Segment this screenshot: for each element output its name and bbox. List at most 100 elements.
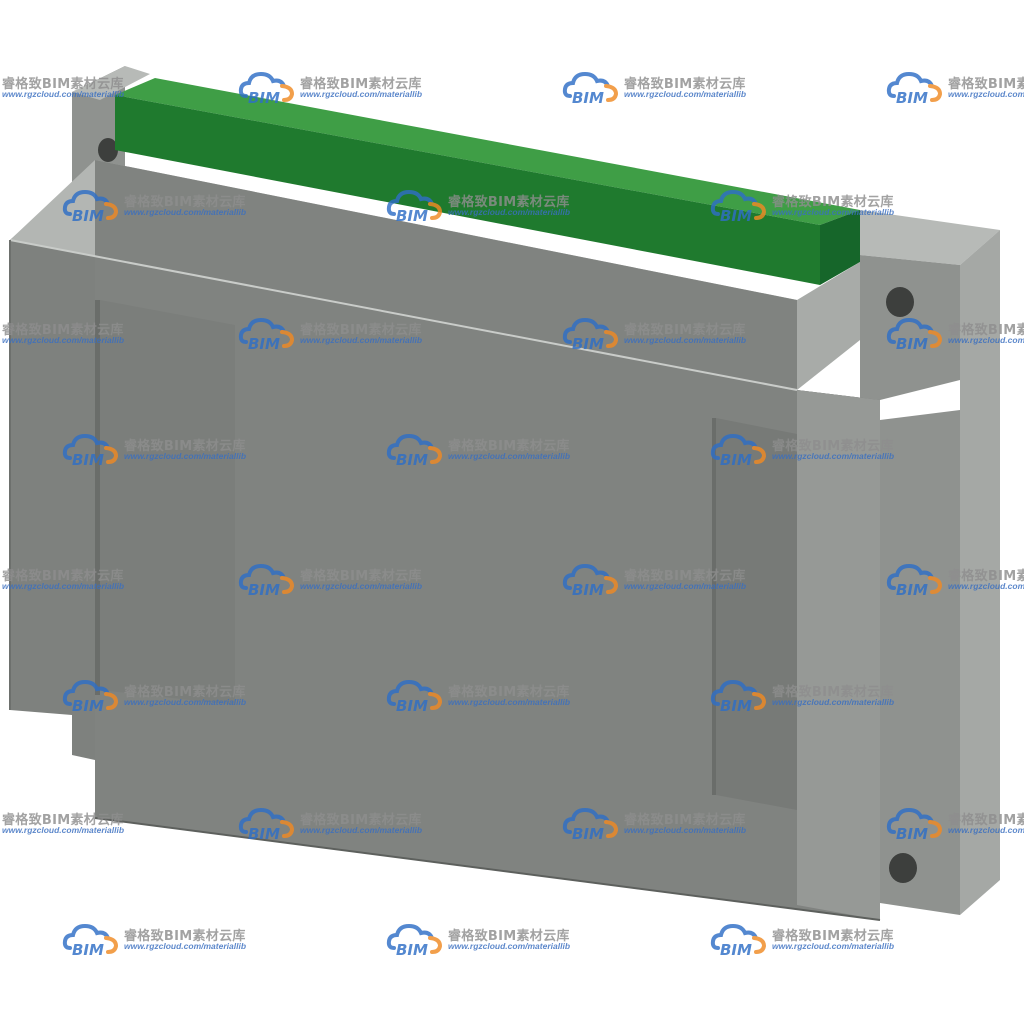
watermark-url: www.rgzcloud.com/materiallib [2, 825, 125, 835]
watermark-brand: 睿格致BIM素材云库 [2, 813, 124, 828]
body-side-face [797, 390, 880, 920]
front-panel [95, 160, 880, 920]
watermark-logo-text: BIM [396, 207, 428, 224]
watermark-brand: 睿格致BIM素材云库 [124, 685, 246, 700]
watermark-url: www.rgzcloud.com/materiallib [948, 581, 1024, 591]
watermark-brand: 睿格致BIM素材云库 [948, 813, 1024, 828]
watermark-brand: 睿格致BIM素材云库 [624, 813, 746, 828]
watermark-logo-text: BIM [720, 941, 752, 958]
watermark-logo-text: BIM [896, 89, 928, 106]
watermark-url: www.rgzcloud.com/materiallib [124, 207, 247, 217]
watermark-brand: 睿格致BIM素材云库 [124, 195, 246, 210]
watermark-logo-text: BIM [72, 451, 104, 468]
bim-cloud-logo-icon: BIM [562, 807, 619, 842]
watermark-logo-text: BIM [72, 697, 104, 714]
watermark-url: www.rgzcloud.com/materiallib [948, 825, 1024, 835]
watermark-brand: 睿格致BIM素材云库 [624, 77, 746, 92]
watermark-logo-text: BIM [396, 941, 428, 958]
watermark-logo-text: BIM [248, 581, 280, 598]
right-step-top [797, 262, 860, 390]
watermark-brand: 睿格致BIM素材云库 [300, 323, 422, 338]
bim-cloud-logo-icon: BIM [562, 71, 619, 106]
watermark-brand: 睿格致BIM素材云库 [2, 323, 124, 338]
watermark-logo-text: BIM [396, 451, 428, 468]
right-mounting-hole-upper [886, 287, 914, 317]
watermark-url: www.rgzcloud.com/materiallib [300, 335, 423, 345]
watermark-brand: 睿格致BIM素材云库 [300, 77, 422, 92]
watermark-logo-text: BIM [720, 207, 752, 224]
bim-cloud-logo-icon: BIM [238, 71, 295, 106]
bim-cloud-logo-icon: BIM [238, 563, 295, 598]
watermark: BIM睿格致BIM素材云库www.rgzcloud.com/materialli… [886, 562, 1024, 598]
bim-cloud-logo-icon: BIM [0, 806, 2, 842]
watermark-url: www.rgzcloud.com/materiallib [624, 335, 747, 345]
watermark-url: www.rgzcloud.com/materiallib [448, 697, 571, 707]
bim-cloud-logo-icon: BIM [386, 679, 443, 714]
watermark: BIM睿格致BIM素材云库www.rgzcloud.com/materialli… [0, 806, 140, 840]
bim-cloud-logo-icon: BIM [62, 189, 119, 224]
right-ear-side [960, 230, 1000, 915]
watermark-brand: 睿格致BIM素材云库 [300, 569, 422, 584]
watermark-brand: 睿格致BIM素材云库 [772, 439, 894, 454]
bim-cloud-logo-icon: BIM [0, 70, 2, 106]
right-mounting-hole-lower [889, 853, 917, 883]
watermark-brand: 睿格致BIM素材云库 [948, 323, 1024, 338]
watermark-logo-text: BIM [248, 89, 280, 106]
watermark-brand: 睿格致BIM素材云库 [772, 195, 894, 210]
watermark-url: www.rgzcloud.com/materiallib [2, 581, 125, 591]
watermark-logo-text: BIM [72, 207, 104, 224]
watermark-url: www.rgzcloud.com/materiallib [772, 207, 895, 217]
bim-cloud-logo-icon: BIM [562, 563, 619, 598]
watermark-url: www.rgzcloud.com/materiallib [772, 697, 895, 707]
watermark: BIM睿格致BIM素材云库www.rgzcloud.com/materialli… [0, 316, 140, 350]
left-window-face [100, 300, 235, 705]
watermark-url: www.rgzcloud.com/materiallib [948, 335, 1024, 345]
watermark-url: www.rgzcloud.com/materiallib [2, 89, 125, 99]
watermark-logo-text: BIM [572, 825, 604, 842]
watermark: BIM睿格致BIM素材云库www.rgzcloud.com/materialli… [0, 562, 140, 596]
bim-cloud-logo-icon: BIM [62, 923, 119, 958]
bim-cloud-logo-icon: BIM [386, 189, 443, 224]
bim-cloud-logo-icon: BIM [238, 807, 295, 842]
watermark-url: www.rgzcloud.com/materiallib [124, 451, 247, 461]
green-strip-front [115, 95, 820, 285]
watermark-brand: 睿格致BIM素材云库 [624, 323, 746, 338]
watermark-brand: 睿格致BIM素材云库 [448, 685, 570, 700]
watermark-brand: 睿格致BIM素材云库 [2, 77, 124, 92]
watermark-url: www.rgzcloud.com/materiallib [2, 335, 125, 345]
watermark-logo-text: BIM [572, 89, 604, 106]
watermark-logo-text: BIM [896, 335, 928, 352]
watermark: BIM睿格致BIM素材云库www.rgzcloud.com/materialli… [0, 70, 140, 104]
watermark: BIM睿格致BIM素材云库www.rgzcloud.com/materialli… [886, 70, 1024, 106]
bim-cloud-logo-icon: BIM [238, 317, 295, 352]
watermark-brand: 睿格致BIM素材云库 [2, 569, 124, 584]
right-window-face [716, 418, 797, 810]
bim-cloud-logo-icon: BIM [710, 679, 767, 714]
watermark-logo-text: BIM [720, 697, 752, 714]
watermark-url: www.rgzcloud.com/materiallib [448, 207, 571, 217]
watermark-logo-text: BIM [248, 335, 280, 352]
watermark-url: www.rgzcloud.com/materiallib [300, 89, 423, 99]
watermark-url: www.rgzcloud.com/materiallib [300, 581, 423, 591]
watermark-brand: 睿格致BIM素材云库 [948, 569, 1024, 584]
watermark-logo-text: BIM [72, 941, 104, 958]
watermark-url: www.rgzcloud.com/materiallib [300, 825, 423, 835]
watermark-logo-text: BIM [896, 825, 928, 842]
watermark-brand: 睿格致BIM素材云库 [448, 439, 570, 454]
top-edge-highlight [9, 239, 798, 391]
bim-cloud-logo-icon: BIM [386, 923, 443, 958]
watermark-brand: 睿格致BIM素材云库 [948, 77, 1024, 92]
watermark-url: www.rgzcloud.com/materiallib [448, 941, 571, 951]
bim-cloud-logo-icon: BIM [62, 433, 119, 468]
